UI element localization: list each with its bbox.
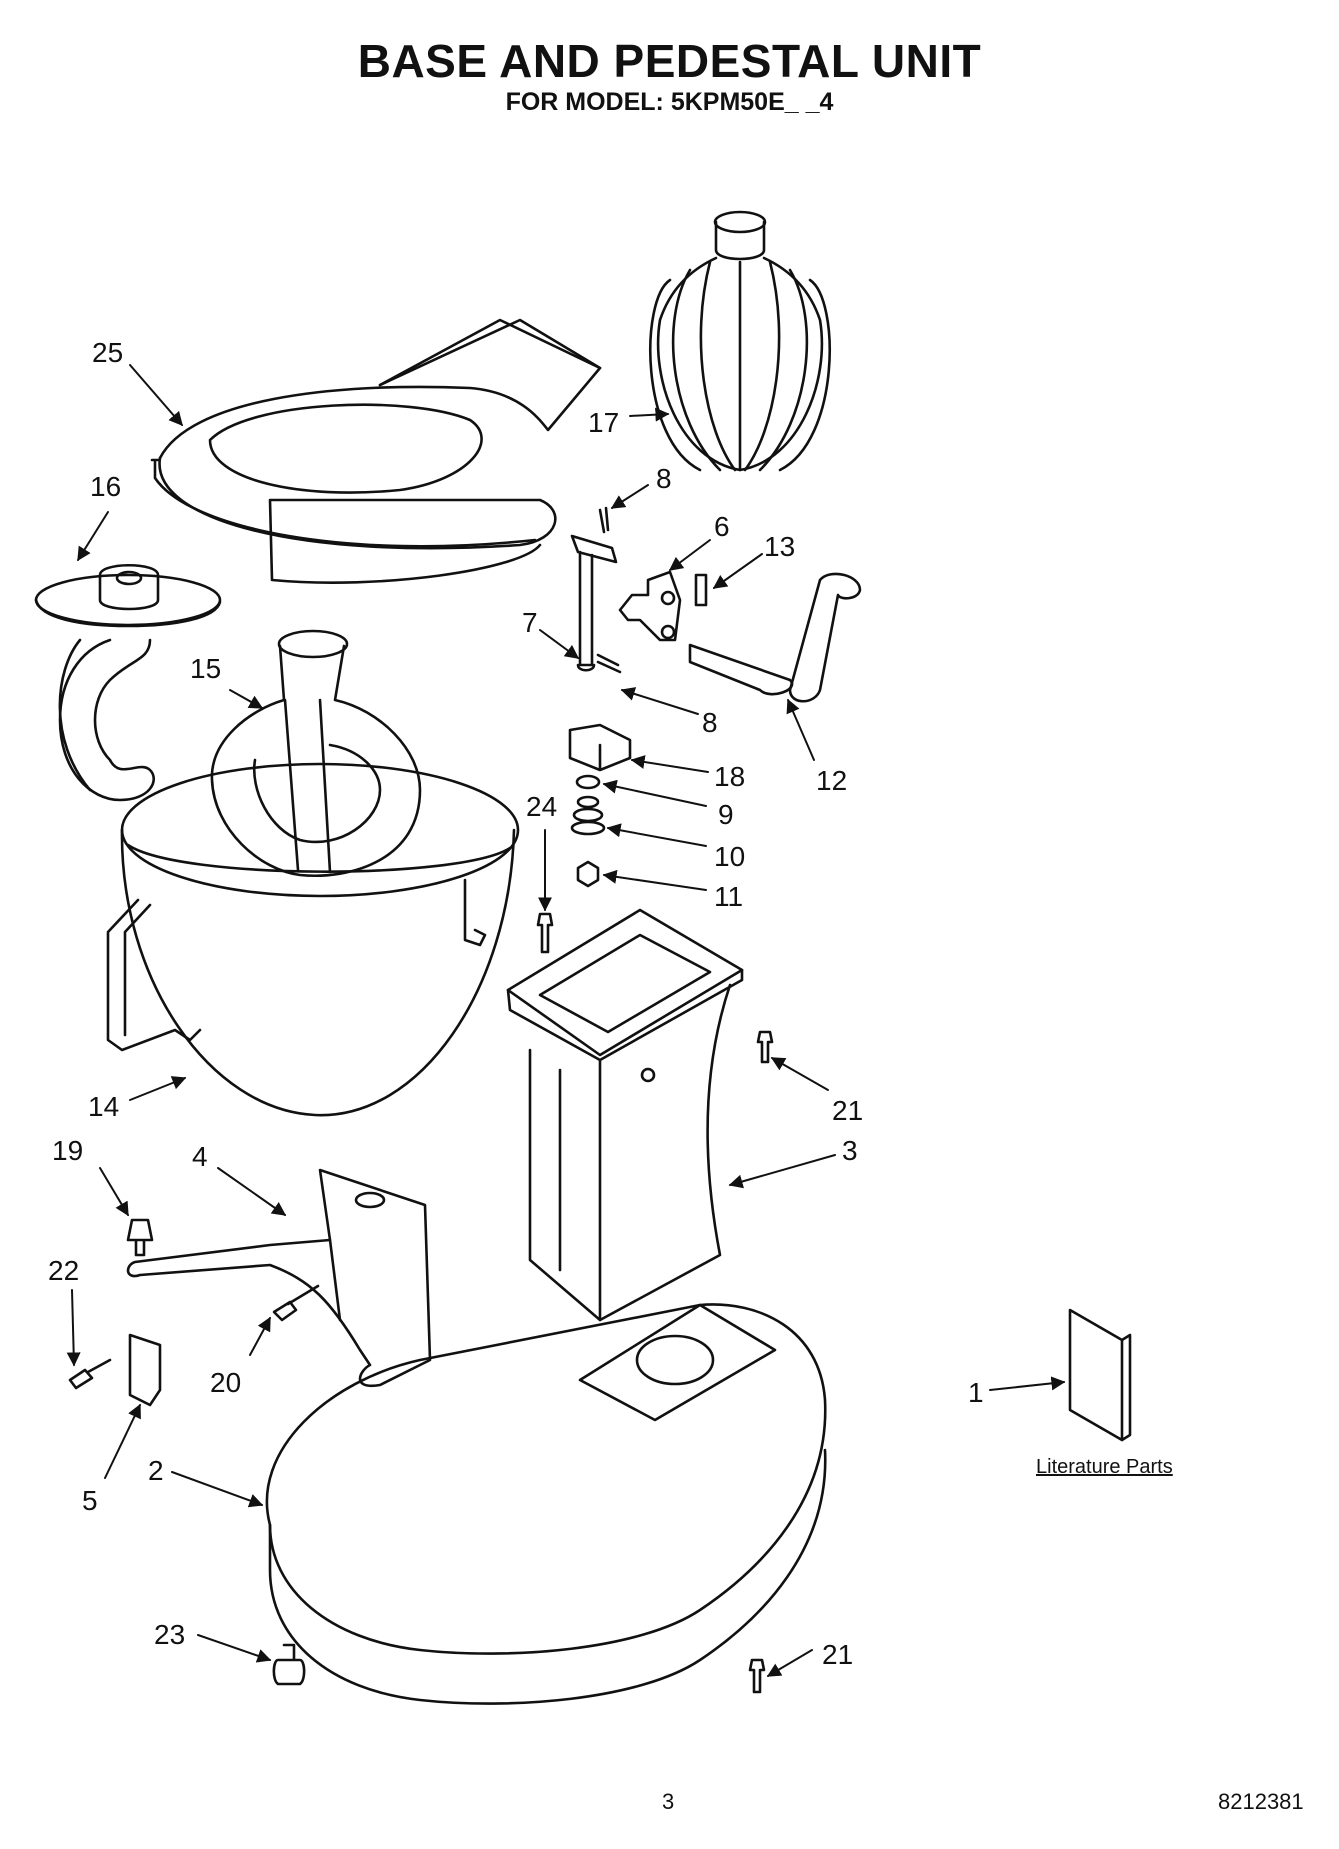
bracket-part	[568, 723, 632, 772]
screw-part	[68, 1358, 112, 1390]
screw-part	[748, 1658, 766, 1694]
bowl-support-part	[126, 1168, 432, 1388]
literature-booklet-part	[1068, 1308, 1132, 1442]
callout-22: 22	[48, 1255, 79, 1286]
callout-13: 13	[764, 531, 795, 562]
leader-lines	[66, 364, 1066, 1677]
roll-pin-part	[694, 573, 708, 607]
pedestal-column-part	[506, 908, 744, 1322]
cotter-pin-part	[596, 653, 622, 674]
page-title: BASE AND PEDESTAL UNIT	[357, 35, 982, 87]
callout-15: 15	[190, 653, 221, 684]
callout-16: 16	[90, 471, 121, 502]
callout-2: 2	[148, 1455, 164, 1486]
page-number: 3	[662, 1789, 675, 1814]
callout-labels: 25 16 15 17 8 6 13 7 8 18 12 9 24 10 11 …	[48, 337, 1173, 1670]
crank-handle-part	[688, 572, 862, 703]
callout-11: 11	[714, 881, 743, 912]
flat-beater-part	[210, 629, 422, 877]
callout-8: 8	[656, 463, 672, 494]
screw-part	[536, 912, 554, 954]
callout-25: 25	[92, 337, 123, 368]
cotter-pin-part	[598, 506, 610, 534]
callout-5: 5	[82, 1485, 98, 1516]
dough-hook-part	[34, 563, 222, 802]
lock-lever-part	[618, 570, 682, 642]
mixing-bowl-part	[106, 762, 520, 1117]
callout-20: 20	[210, 1367, 241, 1398]
callout-3: 3	[842, 1135, 858, 1166]
rubber-foot-part	[272, 1643, 306, 1686]
callout-4: 4	[192, 1141, 208, 1172]
callout-21: 21	[822, 1639, 853, 1670]
callout-23: 23	[154, 1619, 185, 1650]
callout-12: 12	[816, 765, 847, 796]
screw-part	[756, 1030, 774, 1064]
callout-21: 21	[832, 1095, 863, 1126]
latch-bracket-part	[128, 1333, 162, 1407]
callout-7: 7	[522, 607, 538, 638]
callout-8: 8	[702, 707, 718, 738]
callout-17: 17	[588, 407, 619, 438]
literature-parts-label: Literature Parts	[1036, 1456, 1173, 1478]
pouring-shield-part	[150, 318, 602, 584]
document-number: 8212381	[1218, 1789, 1304, 1814]
wire-whip-part	[649, 210, 831, 472]
callout-19: 19	[52, 1135, 83, 1166]
model-subtitle: FOR MODEL: 5KPM50E_ _4	[505, 88, 834, 116]
nut-part	[576, 860, 600, 888]
screw-part	[272, 1284, 320, 1322]
callout-9: 9	[718, 799, 734, 830]
callout-1: 1	[968, 1377, 984, 1408]
callout-6: 6	[714, 511, 730, 542]
callout-10: 10	[714, 841, 745, 872]
base-part	[265, 1303, 827, 1705]
spring-part	[570, 795, 606, 836]
hinge-pin-part	[570, 534, 618, 672]
callout-24: 24	[526, 791, 557, 822]
locating-pin-part	[126, 1218, 154, 1257]
callout-14: 14	[88, 1091, 119, 1122]
callout-18: 18	[714, 761, 745, 792]
washer-part	[575, 774, 601, 790]
